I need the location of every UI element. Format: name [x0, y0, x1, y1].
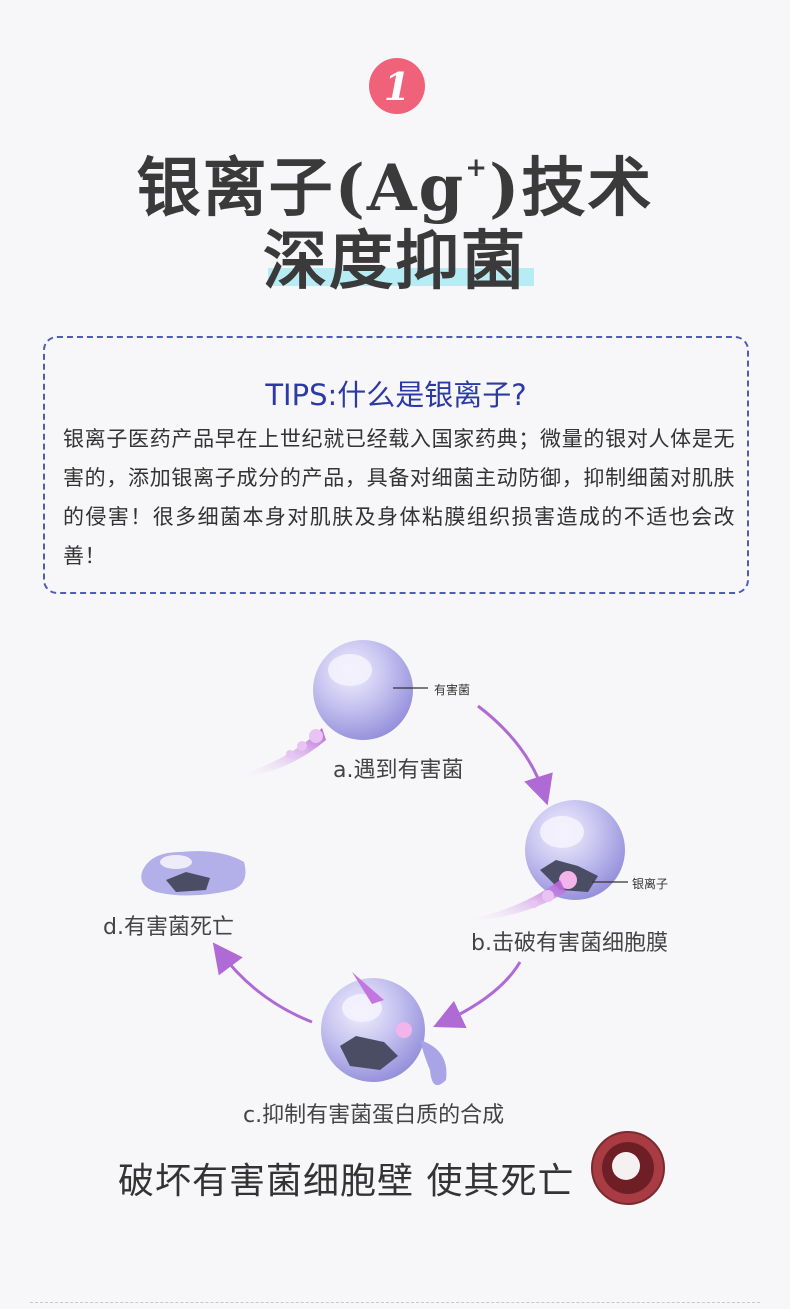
- step-number-badge: 1: [369, 58, 425, 114]
- step-c-label: c.抑制有害菌蛋白质的合成: [243, 1103, 505, 1128]
- silver-ion-streak-a: [232, 728, 326, 778]
- tips-box: TIPS:什么是银离子? 银离子医药产品早在上世纪就已经载入国家药典；微量的银对…: [43, 336, 749, 594]
- step-d-label: d.有害菌死亡: [103, 915, 234, 940]
- footer-divider: [30, 1302, 760, 1303]
- step-b-label: b.击破有害菌细胞膜: [471, 931, 668, 956]
- cell-c: [321, 972, 447, 1086]
- title-highlight-bar: [268, 268, 534, 286]
- cell-d: [141, 851, 246, 896]
- arrow-b-to-c: [433, 961, 522, 1029]
- tips-body: 银离子医药产品早在上世纪就已经载入国家药典；微量的银对人体是无害的，添加银离子成…: [63, 427, 735, 568]
- label-harmful-bacteria: 有害菌: [434, 683, 471, 697]
- tips-title: TIPS:什么是银离子?: [265, 378, 527, 412]
- cell-b: [525, 800, 628, 900]
- conclusion-text: 破坏有害菌细胞壁 使其死亡: [118, 1161, 575, 1202]
- silver-ion-streak-b: [458, 880, 566, 922]
- page-title-line2: 深度抑菌: [263, 224, 527, 299]
- label-silver-ion: 银离子: [632, 877, 669, 891]
- arrow-a-to-b: [477, 704, 553, 806]
- dead-bacteria-icon: [591, 1131, 665, 1205]
- arrow-c-to-d: [212, 942, 313, 1024]
- page-title-line1: 银离子(Ag+)技术: [136, 151, 654, 226]
- step-a-label: a.遇到有害菌: [333, 758, 464, 783]
- cell-a: [313, 640, 428, 740]
